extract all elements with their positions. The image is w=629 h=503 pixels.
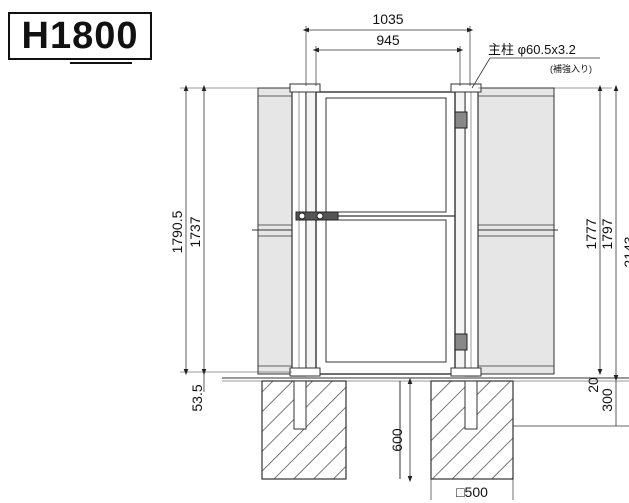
dim-height-right-outer-label: 1797 [599,218,615,249]
dim-gap-bottom-label: 20 [585,377,601,393]
gate-hinge-bottom [454,333,468,351]
post-label-main: 主柱 φ60.5x3.2 [488,42,576,57]
dim-width-outer [302,26,474,86]
dim-width-outer-label: 1035 [372,11,403,27]
gate-latch [295,211,339,221]
title-text: H1800 [21,14,139,57]
dim-height-total-cut-label: 2143 [621,236,629,267]
dim-footing-size-label: □500 [456,484,488,500]
dim-depth-right-label: 300 [599,388,615,412]
post-label-leader [471,57,600,89]
dim-height-left-outer-label: 1790.5 [169,210,185,253]
title-box: H1800 [8,12,152,60]
dim-width-inner-label: 945 [376,32,400,48]
gate-hinge-top [454,111,468,129]
dim-below-grade-left-label: 53.5 [189,384,205,411]
soil-line-right [399,381,629,479]
dim-height-left-outer [180,84,258,376]
post-right [454,85,479,377]
side-panel-left [252,87,293,375]
title-underline [70,62,132,64]
gate-door [315,91,456,375]
side-panel-right [477,87,558,375]
footing-left [261,380,347,480]
dim-height-left-inner-label: 1737 [187,216,203,247]
dim-footing-depth-label: 600 [389,428,405,452]
post-label-note: (補強入り) [550,63,592,74]
dim-height-right-inner-label: 1777 [583,218,599,249]
dim-height-right-inner [478,84,612,376]
dim-width-inner [312,46,464,86]
post-left-embed [293,380,307,430]
post-right-embed [464,380,478,430]
dim-footing-size [430,479,514,500]
dim-height-left-inner [180,84,292,376]
post-left [291,85,317,377]
